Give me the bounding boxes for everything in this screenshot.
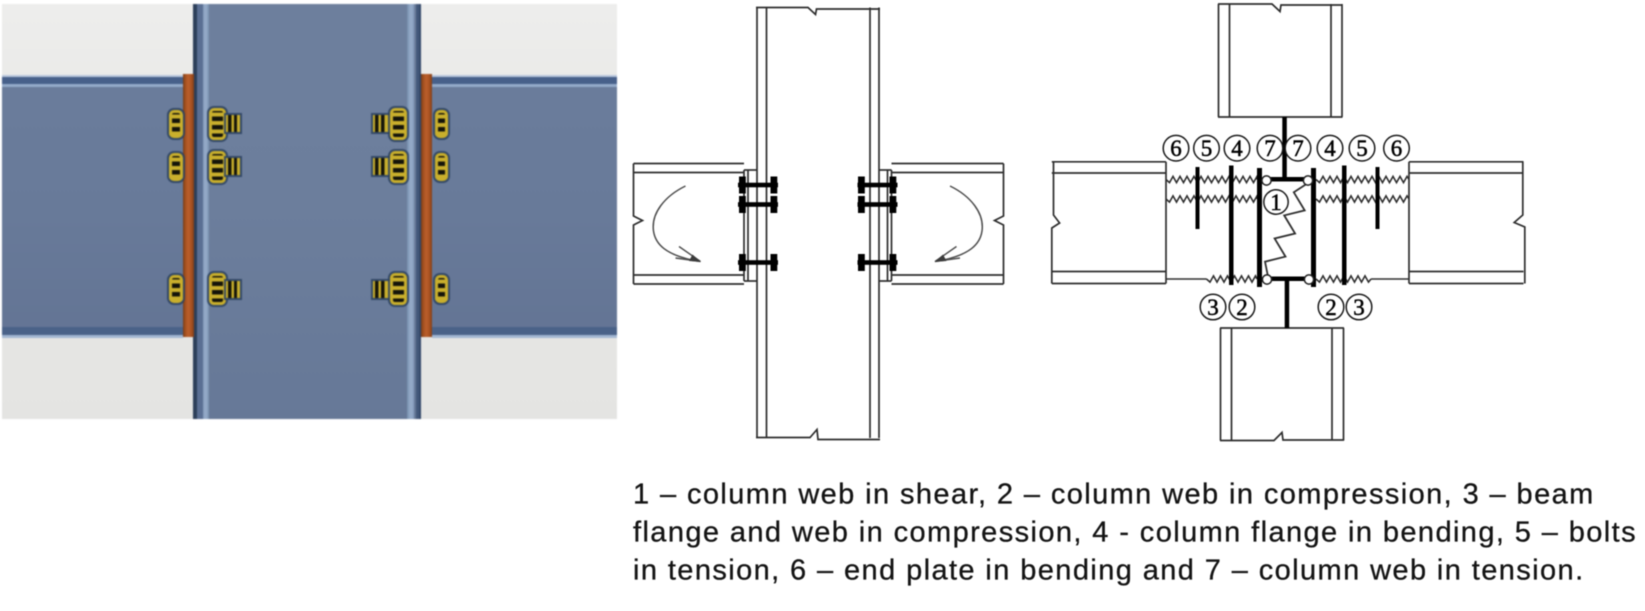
svg-text:3: 3 xyxy=(1353,295,1365,320)
svg-text:2: 2 xyxy=(1236,295,1248,320)
svg-text:2: 2 xyxy=(1325,295,1337,320)
svg-text:6: 6 xyxy=(1170,136,1182,161)
svg-text:4: 4 xyxy=(1231,136,1243,161)
svg-text:7: 7 xyxy=(1264,136,1276,161)
svg-text:7: 7 xyxy=(1292,136,1304,161)
svg-text:1 – column web in shear, 2 – c: 1 – column web in shear, 2 – column web … xyxy=(633,479,1595,511)
svg-text:flange and web in compression,: flange and web in compression, 4 - colum… xyxy=(633,516,1637,548)
svg-text:5: 5 xyxy=(1356,136,1368,161)
svg-text:1: 1 xyxy=(1270,190,1282,215)
svg-text:in tension, 6 – end plate in b: in tension, 6 – end plate in bending and… xyxy=(633,555,1585,587)
svg-text:5: 5 xyxy=(1201,136,1213,161)
svg-text:6: 6 xyxy=(1391,136,1403,161)
svg-text:4: 4 xyxy=(1324,136,1336,161)
svg-text:3: 3 xyxy=(1207,295,1219,320)
